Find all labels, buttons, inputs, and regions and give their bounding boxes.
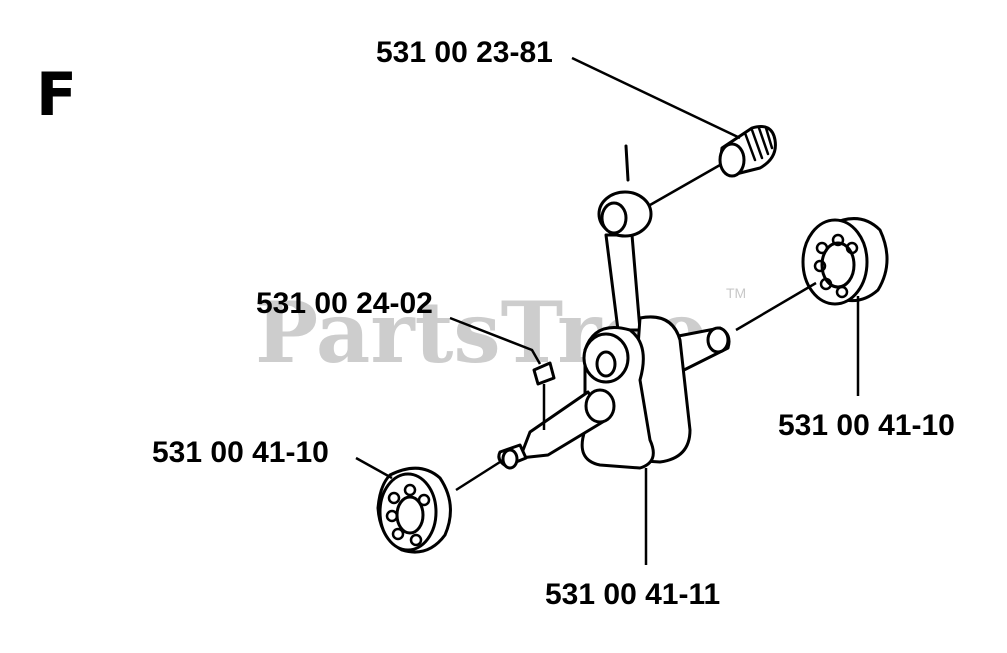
- piston-pin-line: [624, 144, 630, 182]
- bearing-left-drawing: [376, 466, 452, 554]
- leader-needle-bearing: [571, 56, 741, 140]
- needle-bearing-drawing: [718, 125, 777, 178]
- label-bearing-right[interactable]: 531 00 41-10: [778, 409, 955, 442]
- key-drawing: [532, 361, 556, 386]
- watermark-trademark: TM: [726, 285, 746, 301]
- label-key[interactable]: 531 00 24-02: [256, 287, 433, 320]
- leader-key: [449, 316, 542, 365]
- axis-line-small-end: [649, 163, 721, 207]
- label-bearing-left[interactable]: 531 00 41-10: [152, 436, 329, 469]
- section-letter: F: [36, 60, 77, 130]
- label-crankshaft[interactable]: 531 00 41-11: [545, 578, 720, 611]
- connecting-rod-drawing: [597, 190, 653, 332]
- axis-line-right: [735, 281, 817, 332]
- crankshaft-drawing: [497, 315, 731, 470]
- axis-line-left: [455, 460, 501, 492]
- leader-bearing-left: [355, 456, 393, 480]
- label-needle-bearing[interactable]: 531 00 23-81: [376, 36, 553, 69]
- bearing-right-drawing: [801, 217, 889, 306]
